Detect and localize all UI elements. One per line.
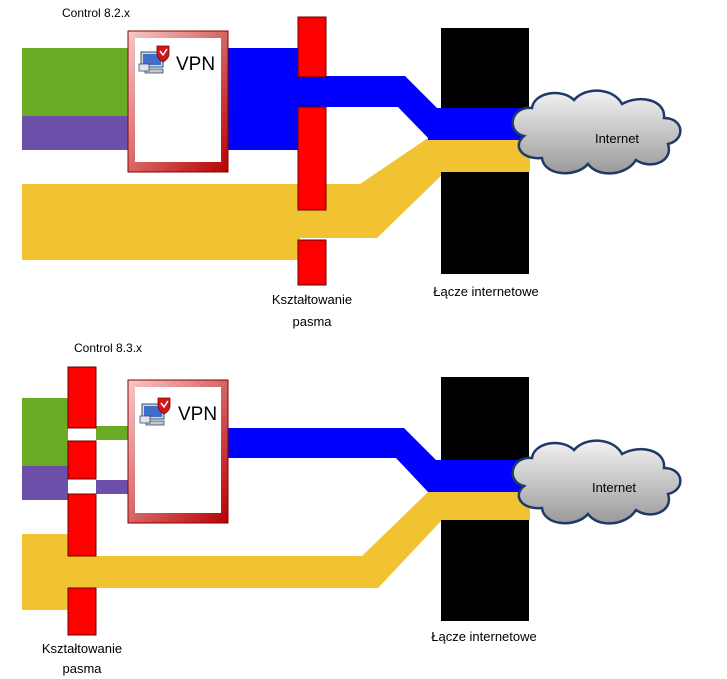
shaping-block <box>297 16 327 78</box>
shaping-block <box>67 440 97 480</box>
shaping-label-line2: pasma <box>62 661 102 676</box>
shaping-label-line1: Kształtowanie <box>272 292 352 307</box>
yellow-traffic-band <box>22 492 530 610</box>
link-label: Łącze internetowe <box>433 284 539 299</box>
green-traffic-band <box>22 398 68 466</box>
version-label: Control 8.3.x <box>74 341 142 355</box>
vpn-label: VPN <box>178 404 217 425</box>
internet-label: Internet <box>592 480 636 495</box>
internet-label: Internet <box>595 131 639 146</box>
yellow-traffic-band-lower <box>22 210 300 260</box>
green-traffic-band <box>22 48 130 116</box>
vpn-box: VPN <box>127 379 229 524</box>
vpn-box: VPN <box>127 30 229 173</box>
shaping-block <box>67 366 97 429</box>
shaping-label-line2: pasma <box>292 314 332 329</box>
purple-traffic-band <box>22 466 68 500</box>
purple-traffic-narrow <box>96 480 130 494</box>
green-traffic-narrow <box>96 426 130 440</box>
diagram-control-8-3: Control 8.3.x VPN Kształtowanie pasma Łą… <box>22 341 682 676</box>
yellow-band-crossing <box>428 492 530 520</box>
diagram-control-8-2: Control 8.2.x VPN Kształtowanie pasma Łą… <box>22 6 682 329</box>
version-label: Control 8.2.x <box>62 6 130 20</box>
yellow-band-crossing <box>428 140 530 172</box>
shaping-block <box>67 493 97 557</box>
vpn-label: VPN <box>176 54 215 75</box>
link-label: Łącze internetowe <box>431 629 537 644</box>
purple-traffic-band <box>22 116 130 150</box>
shaping-block <box>297 106 327 211</box>
shaping-block <box>67 587 97 636</box>
shaping-label-line1: Kształtowanie <box>42 641 122 656</box>
shaping-block <box>297 239 327 286</box>
